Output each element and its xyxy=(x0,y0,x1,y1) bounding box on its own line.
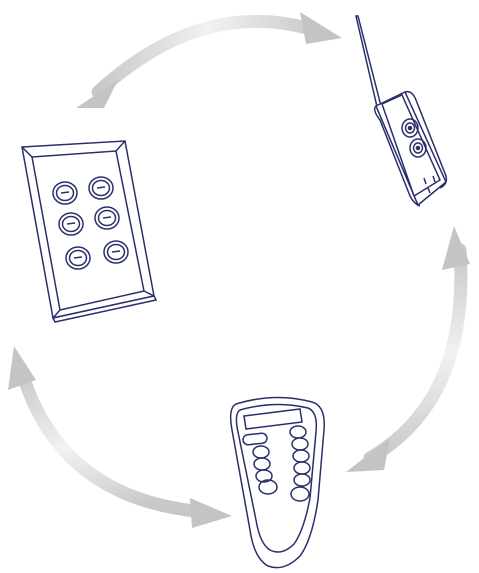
remote-control-icon xyxy=(229,396,325,569)
plug-module-icon xyxy=(355,15,448,207)
arrow-plug-module-to-remote xyxy=(346,226,470,472)
arrow-wall-switch-to-plug-module xyxy=(76,12,342,108)
wall-switch-icon xyxy=(21,140,158,323)
arrow-remote-to-wall-switch xyxy=(8,346,232,528)
wall-switch-buttons xyxy=(52,176,129,270)
